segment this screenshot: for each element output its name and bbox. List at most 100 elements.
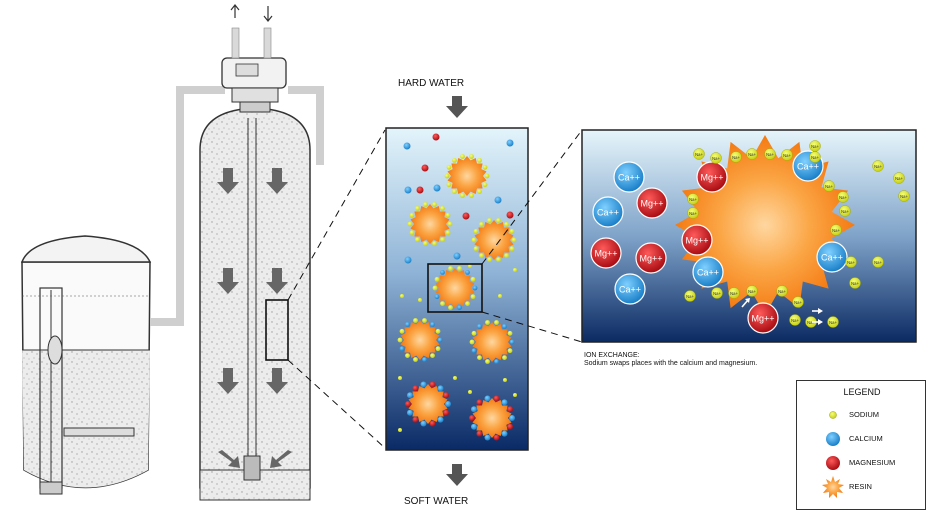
svg-text:Mg++: Mg++ xyxy=(594,249,617,259)
hard-water-label: HARD WATER xyxy=(398,78,465,89)
free-ion xyxy=(400,294,404,298)
bound-ion xyxy=(415,237,420,243)
legend-item-magnesium: MAGNESIUM xyxy=(797,451,927,475)
exchange-arrow-icon xyxy=(741,298,750,308)
svg-text:Na+: Na+ xyxy=(794,300,802,305)
inlet-arrow-icon xyxy=(263,6,273,22)
resin-bead xyxy=(471,218,517,262)
bound-ion xyxy=(469,193,474,198)
ion-exchange-title: ION EXCHANGE: xyxy=(584,352,640,359)
bound-ion xyxy=(477,355,482,360)
bound-ion xyxy=(432,241,437,246)
legend: LEGEND SODIUM CALCIUM MAGNESIUM RESIN xyxy=(796,380,926,510)
bound-ion xyxy=(447,221,453,227)
free-ion xyxy=(418,298,422,302)
zoom-content: Ca++Mg++Ca++Mg++Mg++Ca++Mg++Ca++Mg++Ca++… xyxy=(590,135,910,334)
svg-text:Na+: Na+ xyxy=(874,260,882,265)
svg-text:Na+: Na+ xyxy=(689,211,697,216)
sodium-ion: Na+ xyxy=(823,180,835,192)
calcium-icon xyxy=(826,432,840,446)
bound-ion xyxy=(460,193,465,198)
bound-ion xyxy=(482,182,488,188)
svg-text:Ca++: Ca++ xyxy=(618,173,640,183)
ion-exchange-panel: Ca++Mg++Ca++Mg++Mg++Ca++Mg++Ca++Mg++Ca++… xyxy=(581,129,917,343)
svg-text:Na+: Na+ xyxy=(712,156,720,161)
bound-ion xyxy=(509,339,515,345)
free-ion xyxy=(421,164,429,172)
svg-text:Na+: Na+ xyxy=(900,194,908,199)
free-ion xyxy=(403,142,411,150)
svg-text:Ca++: Ca++ xyxy=(697,268,719,278)
free-ion xyxy=(506,139,514,147)
sodium-ion: Na+ xyxy=(684,290,696,302)
bound-ion xyxy=(445,401,451,407)
resin-bead xyxy=(444,154,490,198)
bound-ion xyxy=(471,423,477,430)
brine-tank xyxy=(20,235,152,495)
soft-water-arrow-icon xyxy=(446,464,468,486)
bound-ion xyxy=(448,305,453,310)
magnesium-ion: Mg++ xyxy=(747,302,779,334)
sodium-ion: Na+ xyxy=(827,316,839,328)
bound-ion xyxy=(440,206,445,211)
bound-ion xyxy=(437,337,443,343)
bound-ion xyxy=(507,406,513,413)
bound-ion xyxy=(477,324,482,329)
bound-ion xyxy=(484,395,491,402)
bound-ion xyxy=(511,237,517,243)
bound-ion xyxy=(469,154,474,159)
bound-ion xyxy=(405,401,411,407)
svg-text:Na+: Na+ xyxy=(839,195,847,200)
svg-text:Na+: Na+ xyxy=(807,320,815,325)
bound-ion xyxy=(477,189,482,195)
free-ion xyxy=(498,294,502,298)
softener-tank xyxy=(199,4,311,501)
legend-label-magnesium: MAGNESIUM xyxy=(849,458,896,467)
sodium-ion: Na+ xyxy=(776,285,788,297)
exchange-arrow-icon xyxy=(812,319,823,325)
magnesium-ion: Mg++ xyxy=(635,242,667,274)
bound-ion xyxy=(507,348,513,354)
bound-ion xyxy=(422,318,427,323)
bound-ion xyxy=(413,357,418,362)
bound-ion xyxy=(501,430,508,437)
bound-ion xyxy=(494,359,499,364)
svg-text:Na+: Na+ xyxy=(841,209,849,214)
bound-ion xyxy=(504,253,509,258)
bound-ion xyxy=(423,202,428,207)
bound-ion xyxy=(509,415,515,421)
sodium-ion: Na+ xyxy=(872,160,884,172)
panel-ions xyxy=(397,133,517,441)
bound-ion xyxy=(430,353,435,358)
calcium-ion: Ca++ xyxy=(816,241,848,273)
free-ion xyxy=(453,252,461,260)
bound-ion xyxy=(452,189,457,195)
sodium-ion: Na+ xyxy=(839,205,851,217)
bound-ion xyxy=(485,359,490,364)
svg-text:Ca++: Ca++ xyxy=(821,253,843,263)
sodium-ion: Na+ xyxy=(746,285,758,297)
bound-ion xyxy=(445,212,451,218)
svg-text:Na+: Na+ xyxy=(829,320,837,325)
legend-title: LEGEND xyxy=(843,387,881,397)
svg-text:Mg++: Mg++ xyxy=(639,254,662,264)
magnesium-icon xyxy=(826,456,840,470)
free-ion xyxy=(453,376,457,380)
svg-text:Na+: Na+ xyxy=(686,294,694,299)
legend-label-resin: RESIN xyxy=(849,482,872,491)
bound-ion xyxy=(452,158,457,163)
bound-ion xyxy=(479,253,484,258)
flow-arrow-icons xyxy=(217,168,292,468)
calcium-ion: Ca++ xyxy=(614,273,646,305)
sodium-ion: Na+ xyxy=(728,287,740,299)
bound-ion xyxy=(435,328,441,334)
resin-icon xyxy=(822,476,844,498)
bound-ion xyxy=(440,237,445,243)
bound-ion xyxy=(473,228,479,234)
bound-ion xyxy=(476,399,483,406)
resin-bead xyxy=(469,395,515,441)
bound-ion xyxy=(484,173,490,179)
bound-ion xyxy=(482,164,488,170)
bound-ion xyxy=(496,218,501,223)
bound-ion xyxy=(448,266,453,271)
